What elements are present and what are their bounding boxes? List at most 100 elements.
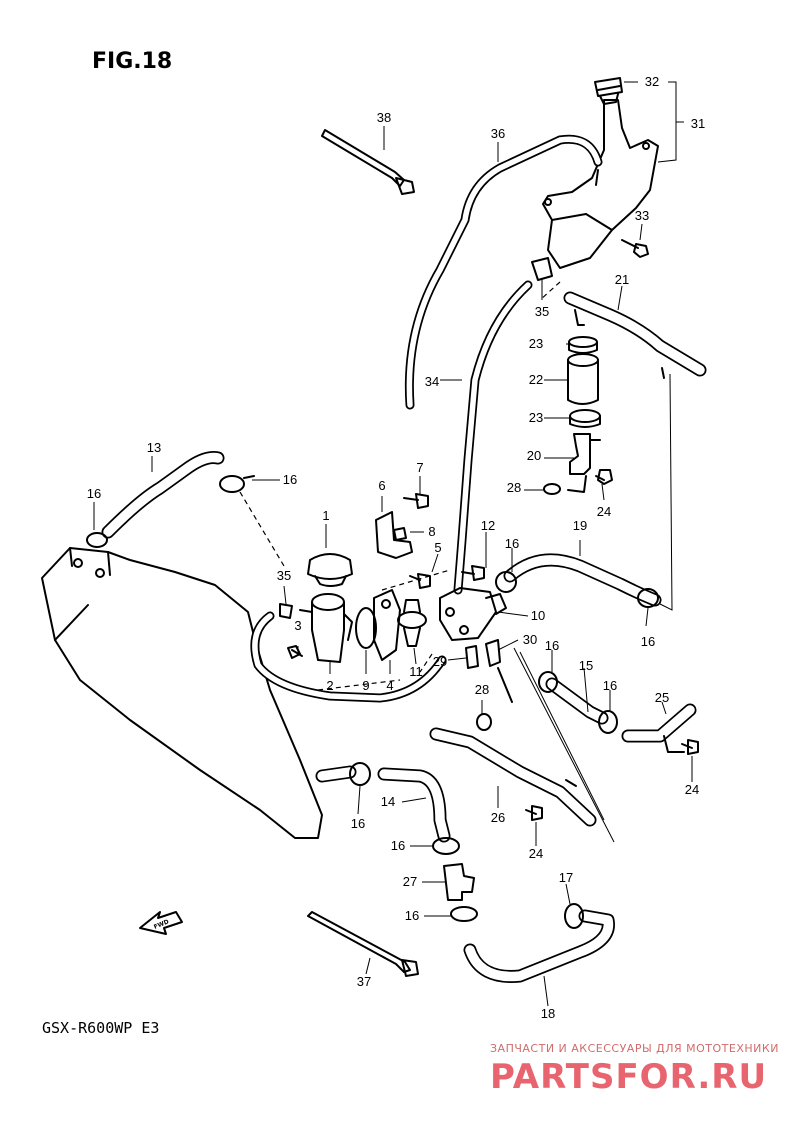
callout-8: 8 — [428, 524, 435, 539]
callout-27: 27 — [403, 874, 417, 889]
callout-30: 30 — [523, 632, 537, 647]
callout-16-g: 16 — [351, 816, 365, 831]
hose-18 — [463, 909, 615, 983]
callout-12: 12 — [481, 518, 495, 533]
watermark-caption: ЗАПЧАСТИ И АКСЕССУАРЫ ДЛЯ МОТОТЕХНИКИ — [490, 1042, 779, 1055]
callout-35-upper: 35 — [535, 304, 549, 319]
callout-9: 9 — [362, 678, 369, 693]
callout-16-d: 16 — [641, 634, 655, 649]
bolt-12 — [461, 565, 485, 581]
callout-16-h: 16 — [391, 838, 405, 853]
callout-32: 32 — [645, 74, 659, 89]
bolt-3 — [287, 645, 303, 659]
radiator — [41, 547, 323, 839]
hose-21 — [563, 291, 707, 379]
callout-11: 11 — [409, 664, 423, 679]
callout-16-f: 16 — [603, 678, 617, 693]
hose-14 — [315, 765, 451, 843]
clamp-16-19b — [637, 588, 659, 608]
callout-10: 10 — [531, 608, 545, 623]
callout-16-e: 16 — [545, 638, 559, 653]
callout-24-upper: 24 — [597, 504, 611, 519]
callout-3: 3 — [294, 618, 301, 633]
watermark: ЗАПЧАСТИ И АКСЕССУАРЫ ДЛЯ МОТОТЕХНИКИ PA… — [490, 1042, 779, 1097]
bolt-24-lower — [525, 805, 543, 821]
callout-25: 25 — [655, 690, 669, 705]
callout-5: 5 — [434, 540, 441, 555]
figure-title: FIG.18 — [92, 49, 172, 74]
callout-19: 19 — [573, 518, 587, 533]
gasket-9 — [355, 607, 377, 649]
clamp-16-27 — [450, 906, 478, 922]
reservoir-cap — [594, 77, 623, 105]
clamp-16-14a — [349, 762, 371, 786]
callout-16-a: 16 — [87, 486, 101, 501]
o-ring-28-lower — [476, 713, 492, 731]
joint-27 — [443, 863, 475, 901]
callout-23-lower: 23 — [529, 410, 543, 425]
clamp-16-15a — [538, 671, 558, 693]
routing-lines — [239, 281, 561, 691]
callout-26: 26 — [491, 810, 505, 825]
nut-8 — [393, 527, 407, 541]
pipe-25 — [621, 703, 697, 753]
callout-35-lower: 35 — [277, 568, 291, 583]
callout-16-b: 16 — [283, 472, 297, 487]
hose-34 — [453, 280, 533, 595]
callout-1: 1 — [322, 508, 329, 523]
callout-33: 33 — [635, 208, 649, 223]
callout-14: 14 — [381, 794, 395, 809]
callout-17: 17 — [559, 870, 573, 885]
callout-2: 2 — [326, 678, 333, 693]
hose-15 — [545, 677, 609, 725]
callout-29: 29 — [433, 654, 447, 669]
sensor-30 — [485, 639, 513, 703]
callout-24-right: 24 — [685, 782, 699, 797]
bracket-6 — [375, 511, 413, 559]
callout-23-upper: 23 — [529, 336, 543, 351]
clamp-16-19a — [495, 571, 517, 593]
reservoir-tank — [542, 99, 659, 269]
pipe-26 — [429, 727, 597, 827]
clamp-35-upper — [531, 257, 553, 281]
callout-20: 20 — [527, 448, 541, 463]
bolt-24-right — [681, 739, 699, 755]
hose-36 — [404, 134, 603, 410]
fwd-arrow: FWD — [139, 911, 183, 935]
o-ring-28-upper — [543, 483, 561, 495]
bolt-5 — [409, 573, 431, 589]
callout-24-lower: 24 — [529, 846, 543, 861]
fitting-20 — [567, 433, 601, 493]
callout-4: 4 — [386, 678, 393, 693]
watermark-brand: PARTSFOR.RU — [490, 1057, 767, 1097]
bolt-24-upper — [595, 469, 613, 485]
callout-34: 34 — [425, 374, 439, 389]
thermostat-housing-10 — [439, 587, 507, 641]
callout-18: 18 — [541, 1006, 555, 1021]
clamp-16-13b — [219, 475, 255, 493]
callout-37: 37 — [357, 974, 371, 989]
band-37 — [307, 911, 419, 977]
callout-numbers: 32 31 33 36 38 35 21 34 23 22 23 20 28 2… — [87, 74, 705, 1021]
callout-28-lower: 28 — [475, 682, 489, 697]
callout-16-i: 16 — [405, 908, 419, 923]
hose-19 — [503, 553, 662, 607]
callout-21: 21 — [615, 272, 629, 287]
band-38 — [321, 129, 415, 195]
clamp-16-13a — [86, 532, 108, 548]
callout-28-upper: 28 — [507, 480, 521, 495]
hose-13 — [101, 451, 225, 539]
clamp-23-upper — [568, 336, 598, 354]
clamp-17 — [564, 903, 584, 929]
leader-lines — [93, 81, 693, 1007]
model-code: GSX-R600WP E3 — [42, 1019, 159, 1037]
callout-16-c: 16 — [505, 536, 519, 551]
callout-13: 13 — [147, 440, 161, 455]
bolt-7 — [403, 493, 429, 509]
radiator-cap-1 — [307, 553, 353, 587]
clamp-35-lower — [279, 603, 293, 619]
thermostat-11 — [397, 599, 427, 647]
callout-6: 6 — [378, 478, 385, 493]
callout-38: 38 — [377, 110, 391, 125]
